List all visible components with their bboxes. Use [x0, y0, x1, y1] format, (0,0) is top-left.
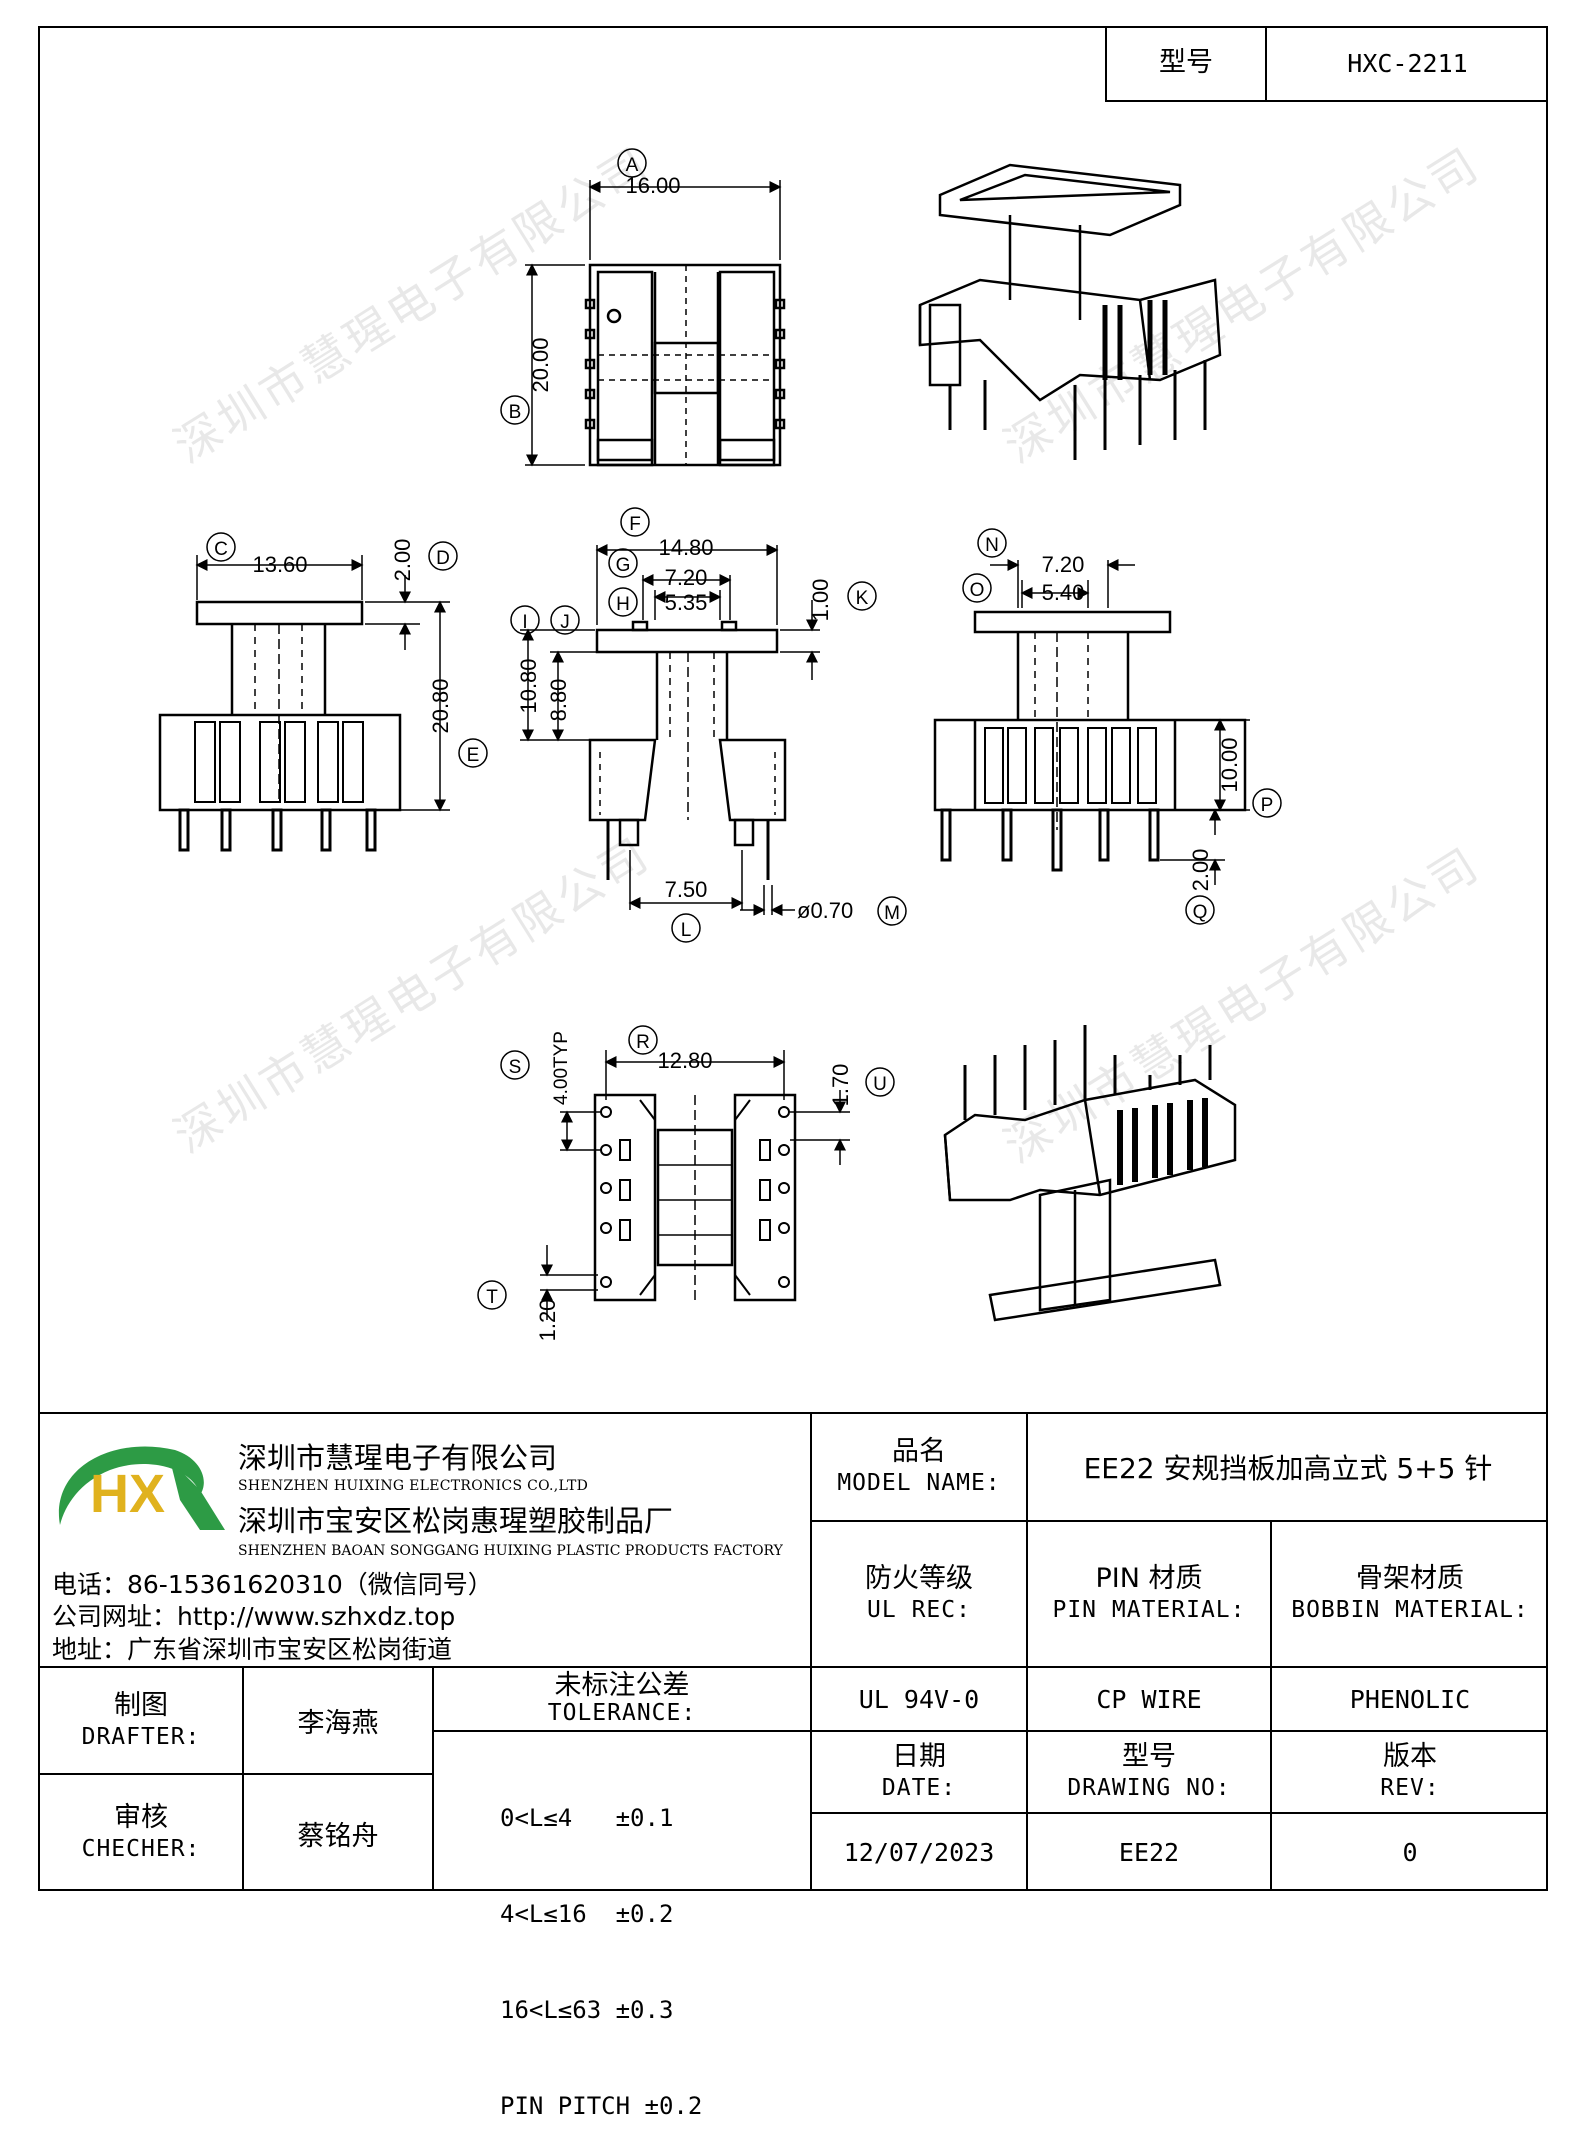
drawing-no-value: EE22	[1118, 1838, 1180, 1867]
company-phone: 电话：86-15361620310（微信同号）	[52, 1570, 493, 1599]
iso-view-top	[918, 163, 1222, 460]
grid-line	[810, 1412, 812, 1891]
svg-text:P: P	[1261, 795, 1274, 816]
side-view-right	[933, 559, 1250, 885]
svg-text:U: U	[873, 1074, 887, 1095]
drawing-frame	[38, 26, 1548, 1891]
dim-S-value: 4.00TYP	[551, 1031, 572, 1105]
company-website: 公司网址：http://www.szhxdz.top	[52, 1602, 456, 1631]
tolerance-row: 4<L≤16 ±0.2	[500, 1900, 674, 1928]
tolerance-row: PIN PITCH ±0.2	[500, 2092, 703, 2120]
company-name-cn: 深圳市慧瑆电子有限公司	[238, 1441, 558, 1475]
model-name-value: EE22 安规挡板加高立式 5+5 针	[1083, 1452, 1493, 1485]
grid-line	[1270, 1520, 1272, 1891]
top-view	[525, 180, 786, 467]
svg-text:A: A	[626, 155, 639, 176]
checker-value: 蔡铭舟	[297, 1820, 379, 1852]
svg-text:Q: Q	[1193, 902, 1208, 923]
rev-label: 版本 REV:	[1380, 1741, 1440, 1801]
grid-line	[38, 1773, 432, 1775]
svg-text:K: K	[856, 588, 869, 609]
svg-text:I: I	[522, 612, 527, 633]
pin-material-label: PIN 材质 PIN MATERIAL:	[1052, 1563, 1246, 1623]
dim-D-value: 2.00	[390, 539, 415, 582]
grid-line	[810, 1812, 1548, 1814]
tolerance-row: 0<L≤4 ±0.1	[500, 1804, 674, 1832]
dim-Q-value: 2.00	[1188, 849, 1213, 892]
drafter-label: 制图 DRAFTER:	[81, 1689, 201, 1750]
dim-M-value: ø0.70	[797, 898, 853, 923]
date-label: 日期 DATE:	[881, 1741, 957, 1801]
svg-text:L: L	[681, 920, 692, 941]
front-view-center	[520, 544, 820, 916]
dimension-labels: 16.00 A 20.00 B 13.60 C 2.00 D 20.80 E 1…	[206, 148, 1282, 1342]
drafter-value: 李海燕	[297, 1708, 379, 1739]
company-address: 地址：广东省深圳市宝安区松岗街道	[52, 1635, 453, 1664]
ul-rec-value: UL 94V-0	[858, 1684, 980, 1714]
company-logo: HX	[50, 1430, 230, 1540]
dim-H-value: 5.35	[665, 590, 708, 615]
dim-R-value: 12.80	[657, 1048, 712, 1073]
dim-G-value: 7.20	[665, 565, 708, 590]
grid-line	[38, 1666, 1548, 1668]
tolerance-label: 未标注公差 TOLERANCE:	[547, 1670, 697, 1727]
svg-text:B: B	[509, 402, 522, 423]
pin-material-value: CP WIRE	[1096, 1684, 1202, 1714]
dim-O-value: 5.40	[1042, 580, 1085, 605]
checker-label: 审核 CHECHER:	[81, 1802, 201, 1862]
drawing-no-label: 型号 DRAWING NO:	[1067, 1741, 1231, 1801]
dim-E-value: 20.80	[428, 678, 453, 733]
dim-B-value: 20.00	[528, 337, 553, 392]
technical-drawing: 16.00 A 20.00 B 13.60 C 2.00 D 20.80 E 1…	[158, 148, 1282, 1342]
grid-line	[1026, 1412, 1028, 1891]
tolerance-row: 16<L≤63 ±0.3	[500, 1996, 674, 2024]
bobbin-material-value: PHENOLIC	[1349, 1684, 1471, 1714]
svg-text:R: R	[636, 1032, 650, 1053]
header-model-value: HXC-2211	[1265, 26, 1548, 102]
bottom-view	[540, 1050, 850, 1320]
svg-text:C: C	[214, 539, 228, 560]
dim-L-value: 7.50	[665, 877, 708, 902]
grid-line	[242, 1666, 244, 1891]
svg-text:S: S	[509, 1057, 522, 1078]
svg-text:O: O	[970, 580, 985, 601]
side-view-left	[158, 555, 450, 852]
grid-line	[432, 1730, 1548, 1732]
dim-T-value: 1.20	[535, 1299, 560, 1342]
svg-text:N: N	[985, 535, 999, 556]
iso-view-bottom	[943, 1025, 1237, 1322]
logo-swoosh-icon: HX	[58, 1446, 225, 1530]
svg-text:E: E	[467, 745, 480, 766]
grid-line	[810, 1520, 1548, 1522]
tolerance-table: 0<L≤4 ±0.1 4<L≤16 ±0.2 16<L≤63 ±0.3 PIN …	[500, 1738, 800, 2154]
dim-N-value: 7.20	[1042, 552, 1085, 577]
bobbin-material-label: 骨架材质 BOBBIN MATERIAL:	[1291, 1563, 1529, 1623]
dim-K-value: 1.00	[808, 579, 833, 622]
dim-C-value: 13.60	[252, 552, 307, 577]
company-name-en: SHENZHEN HUIXING ELECTRONICS CO.,LTD	[238, 1478, 589, 1494]
dim-P-value: 10.00	[1217, 737, 1242, 792]
svg-text:T: T	[486, 1287, 498, 1308]
ul-rec-label: 防火等级 UL REC:	[865, 1563, 973, 1623]
factory-name-en: SHENZHEN BAOAN SONGGANG HUIXING PLASTIC …	[238, 1543, 783, 1559]
svg-text:F: F	[629, 514, 641, 535]
dim-I-value: 10.80	[516, 658, 541, 713]
dim-F-value: 14.80	[658, 535, 713, 560]
dim-U-value: 1.70	[828, 1064, 853, 1107]
logo-text: HX	[90, 1464, 165, 1524]
title-block-top-line	[38, 1412, 1548, 1414]
svg-text:M: M	[884, 903, 900, 924]
rev-value: 0	[1402, 1838, 1418, 1867]
svg-text:G: G	[616, 555, 631, 576]
svg-text:J: J	[560, 612, 570, 633]
grid-line	[432, 1666, 434, 1891]
svg-text:H: H	[616, 594, 630, 615]
dim-J-value: 8.80	[546, 679, 571, 722]
svg-text:D: D	[436, 548, 450, 569]
date-value: 12/07/2023	[843, 1838, 995, 1867]
factory-name-cn: 深圳市宝安区松岗惠瑆塑胶制品厂	[238, 1504, 674, 1538]
model-name-label: 品名 MODEL NAME:	[837, 1436, 1001, 1496]
header-model-label: 型号	[1105, 26, 1265, 102]
